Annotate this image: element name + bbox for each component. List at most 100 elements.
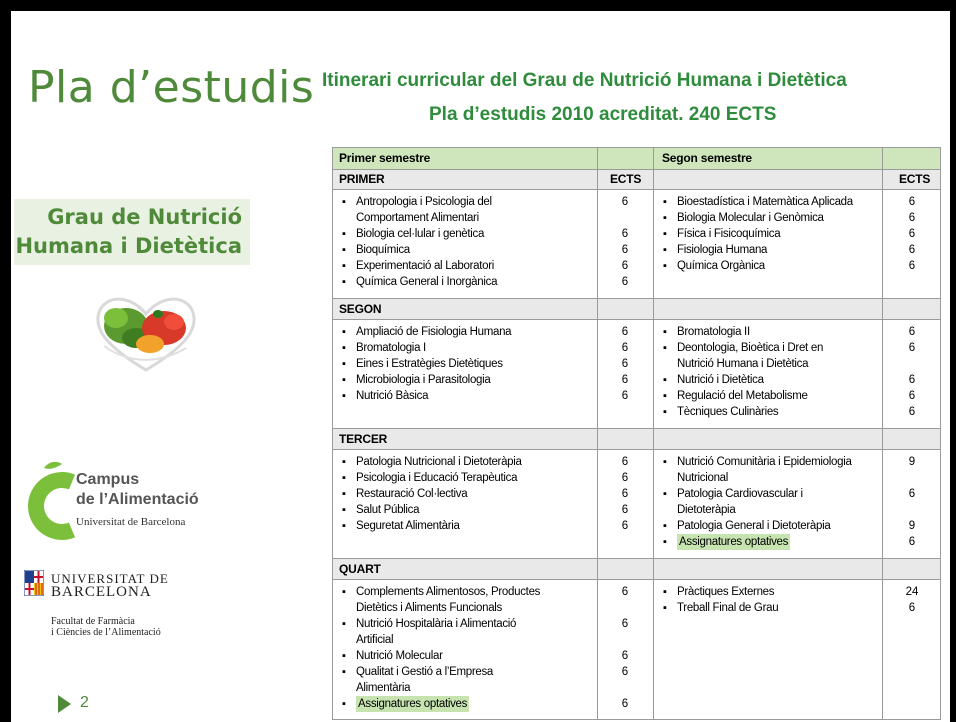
ects-value: 6 bbox=[621, 456, 629, 468]
bullet-icon: ▪ bbox=[342, 342, 346, 354]
vegetable-heart-image bbox=[96, 297, 196, 372]
ects-value: 6 bbox=[908, 488, 916, 500]
ects-value: 6 bbox=[621, 342, 629, 354]
ects-value: 6 bbox=[621, 488, 629, 500]
bullet-icon: ▪ bbox=[663, 456, 667, 468]
year-header-row bbox=[332, 559, 941, 579]
column-divider bbox=[653, 147, 654, 720]
second-semester-header: Segon semestre bbox=[662, 151, 752, 165]
first-semester-header: Primer semestre bbox=[339, 151, 431, 165]
course-name: Pràctiques Externes bbox=[677, 586, 775, 598]
year-header-row bbox=[332, 429, 941, 449]
course-name: Assignatures optatives bbox=[677, 534, 791, 550]
course-name: Tècniques Culinàries bbox=[677, 406, 779, 418]
course-name: Dietoteràpia bbox=[677, 504, 736, 516]
row-divider bbox=[332, 298, 941, 299]
bullet-icon: ▪ bbox=[663, 260, 667, 272]
course-name: Assignatures optatives bbox=[356, 696, 470, 712]
ects-value: 9 bbox=[908, 520, 916, 532]
course-name: Nutrició Bàsica bbox=[356, 390, 429, 402]
course-name: Nutrició i Dietètica bbox=[677, 374, 764, 386]
ects-value: 6 bbox=[908, 244, 916, 256]
bullet-icon: ▪ bbox=[342, 520, 346, 532]
bullet-icon: ▪ bbox=[663, 520, 667, 532]
course-name: Salut Pública bbox=[356, 504, 420, 516]
course-name: Nutrició Comunitària i Epidemiologia bbox=[677, 456, 852, 468]
ects-value: 6 bbox=[621, 618, 629, 630]
ects-value: 6 bbox=[621, 504, 629, 516]
campus-name-line1: Campus bbox=[76, 471, 140, 488]
column-divider bbox=[940, 147, 941, 720]
year-label: PRIMER bbox=[339, 172, 385, 186]
bullet-icon: ▪ bbox=[342, 472, 346, 484]
bullet-icon: ▪ bbox=[342, 374, 346, 386]
faculty-name-line2: i Ciències de l’Alimentació bbox=[51, 627, 161, 638]
year-header-row bbox=[332, 169, 941, 189]
ects-value: 6 bbox=[908, 326, 916, 338]
course-name: Deontologia, Bioètica i Dret en bbox=[677, 342, 824, 354]
ects-header-second: ECTS bbox=[899, 172, 931, 186]
bullet-icon: ▪ bbox=[663, 406, 667, 418]
ects-value: 6 bbox=[908, 196, 916, 208]
course-name: Ampliació de Fisiologia Humana bbox=[356, 326, 512, 338]
bullet-icon: ▪ bbox=[342, 586, 346, 598]
course-name: Patologia Cardiovascular i bbox=[677, 488, 803, 500]
course-name: Bioestadística i Matemàtica Aplicada bbox=[677, 196, 853, 208]
bullet-icon: ▪ bbox=[663, 326, 667, 338]
ects-value: 6 bbox=[908, 228, 916, 240]
row-divider bbox=[332, 169, 941, 170]
university-crest-icon bbox=[24, 570, 44, 596]
slide-title: Pla d’estudis bbox=[28, 62, 315, 113]
ects-value: 6 bbox=[621, 326, 629, 338]
course-name: Seguretat Alimentària bbox=[356, 520, 460, 532]
bullet-icon: ▪ bbox=[663, 228, 667, 240]
course-name: Bioquímica bbox=[356, 244, 410, 256]
bullet-icon: ▪ bbox=[342, 618, 346, 630]
ects-value: 6 bbox=[908, 212, 916, 224]
campus-university-name: Universitat de Barcelona bbox=[76, 516, 186, 528]
row-divider bbox=[332, 449, 941, 450]
bullet-icon: ▪ bbox=[663, 390, 667, 402]
bullet-icon: ▪ bbox=[342, 326, 346, 338]
course-name: Complements Alimentosos, Productes bbox=[356, 586, 541, 598]
bullet-icon: ▪ bbox=[342, 698, 346, 710]
page-number: 2 bbox=[80, 694, 89, 711]
bullet-icon: ▪ bbox=[342, 276, 346, 288]
course-name: Antropologia i Psicologia del bbox=[356, 196, 492, 208]
course-name: Restauració Col·lectiva bbox=[356, 488, 468, 500]
course-name: Biologia Molecular i Genòmica bbox=[677, 212, 824, 224]
ects-value: 6 bbox=[621, 228, 629, 240]
course-name: Bromatologia II bbox=[677, 326, 750, 338]
bullet-icon: ▪ bbox=[663, 536, 667, 548]
course-name: Biologia cel·lular i genètica bbox=[356, 228, 485, 240]
year-header-row bbox=[332, 299, 941, 319]
ects-value: 24 bbox=[905, 586, 919, 598]
row-divider bbox=[332, 558, 941, 559]
bullet-icon: ▪ bbox=[342, 504, 346, 516]
ects-value: 6 bbox=[621, 374, 629, 386]
row-divider bbox=[332, 719, 941, 720]
bullet-icon: ▪ bbox=[342, 196, 346, 208]
course-name: Bromatologia I bbox=[356, 342, 426, 354]
ects-header-first: ECTS bbox=[610, 172, 642, 186]
degree-name-line2: Humana i Dietètica bbox=[15, 234, 242, 258]
university-name-line1: UNIVERSITAT DE bbox=[51, 571, 169, 586]
bullet-icon: ▪ bbox=[342, 244, 346, 256]
ects-value: 6 bbox=[621, 196, 629, 208]
course-name: Alimentària bbox=[356, 682, 411, 694]
page-arrow-icon bbox=[58, 695, 71, 713]
course-name: Comportament Alimentari bbox=[356, 212, 479, 224]
course-name: Física i Fisicoquímica bbox=[677, 228, 781, 240]
course-name: Eines i Estratègies Dietètiques bbox=[356, 358, 503, 370]
course-name: Fisiologia Humana bbox=[677, 244, 768, 256]
course-name: Química Orgànica bbox=[677, 260, 765, 272]
faculty-name-line1: Facultat de Farmàcia bbox=[51, 616, 135, 627]
bullet-icon: ▪ bbox=[342, 228, 346, 240]
right-border bbox=[950, 0, 956, 722]
bullet-icon: ▪ bbox=[342, 666, 346, 678]
campus-alimentacio-logo bbox=[28, 461, 76, 540]
bullet-icon: ▪ bbox=[663, 374, 667, 386]
bullet-icon: ▪ bbox=[342, 456, 346, 468]
